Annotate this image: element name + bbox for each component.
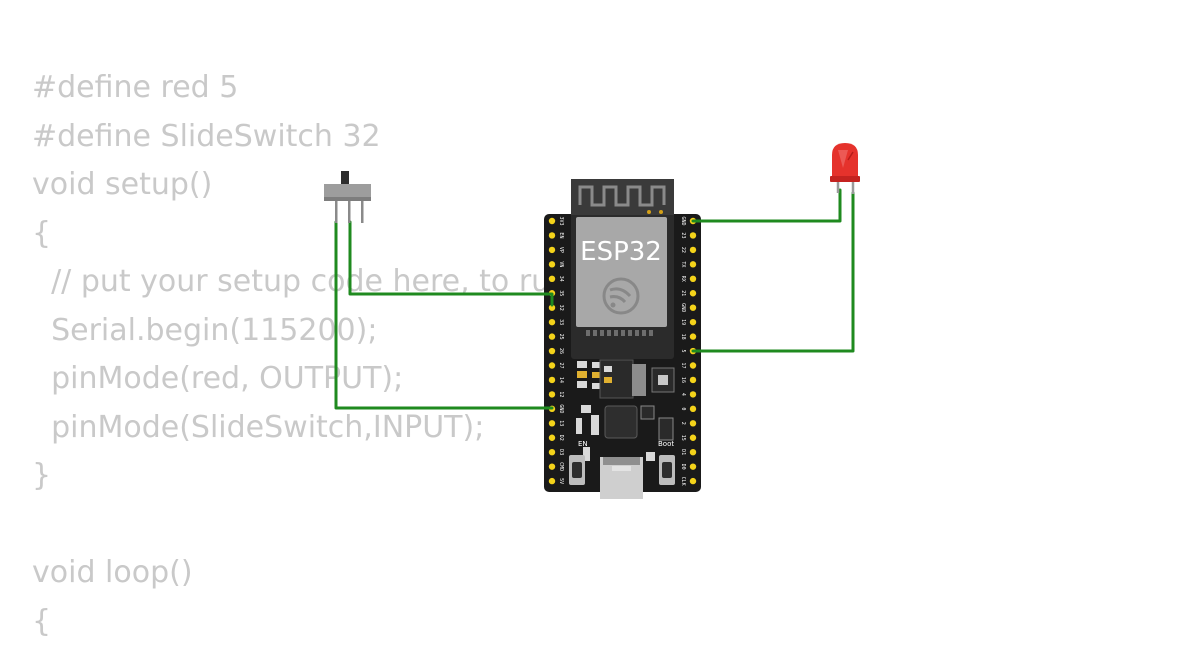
right-pin-2[interactable] xyxy=(690,420,696,426)
left-pin-D3[interactable] xyxy=(549,449,555,455)
right-pin-17[interactable] xyxy=(690,362,696,368)
right-pin-23[interactable] xyxy=(690,232,696,238)
right-pin-TX[interactable] xyxy=(690,261,696,267)
left-pin-label: D3 xyxy=(558,449,564,455)
left-pin-34[interactable] xyxy=(549,276,555,282)
right-pin-16[interactable] xyxy=(690,377,696,383)
right-pin-CLK[interactable] xyxy=(690,478,696,484)
left-pin-label: 12 xyxy=(558,391,564,397)
right-pin-label: 16 xyxy=(680,377,686,383)
right-pin-22[interactable] xyxy=(690,247,696,253)
module-shield xyxy=(576,217,667,327)
right-pin-label: 21 xyxy=(680,290,686,296)
left-pin-label: 3V3 xyxy=(558,216,564,225)
board-name: ESP32 xyxy=(580,237,662,267)
right-pin-18[interactable] xyxy=(690,333,696,339)
right-pin-label: 5 xyxy=(680,350,686,353)
left-pin-label: 35 xyxy=(558,290,564,296)
right-pin-label: GND xyxy=(680,216,686,225)
right-pin-label: 23 xyxy=(680,232,686,238)
right-pin-RX[interactable] xyxy=(690,276,696,282)
left-pin-label: 33 xyxy=(558,319,564,325)
right-pin-label: GND xyxy=(680,303,686,312)
left-pin-CMD[interactable] xyxy=(549,463,555,469)
antenna-area xyxy=(571,179,674,215)
left-pin-D2[interactable] xyxy=(549,435,555,441)
left-pin-label: EN xyxy=(558,232,564,238)
wire-switch-to-pin32 xyxy=(350,222,552,305)
left-pin-label: D2 xyxy=(558,435,564,441)
micro-usb-port xyxy=(600,457,643,499)
left-pin-VN[interactable] xyxy=(549,261,555,267)
slide-switch-handle[interactable] xyxy=(341,171,349,185)
left-pin-label: VP xyxy=(558,247,564,253)
left-pin-label: CMD xyxy=(558,462,564,471)
right-pin-15[interactable] xyxy=(690,435,696,441)
esp32-board[interactable]: ESP32 xyxy=(544,179,701,499)
en-button[interactable] xyxy=(569,455,585,485)
red-led[interactable] xyxy=(830,143,860,194)
right-pin-D0[interactable] xyxy=(690,463,696,469)
left-pin-label: 14 xyxy=(558,377,564,383)
right-pin-label: CLK xyxy=(680,477,686,486)
right-pin-label: 18 xyxy=(680,334,686,340)
right-pin-GND[interactable] xyxy=(690,305,696,311)
left-pin-12[interactable] xyxy=(549,391,555,397)
right-pin-D1[interactable] xyxy=(690,449,696,455)
right-pin-4[interactable] xyxy=(690,391,696,397)
right-pin-label: 2 xyxy=(680,422,686,425)
left-pin-33[interactable] xyxy=(549,319,555,325)
boot-button[interactable] xyxy=(659,455,675,485)
right-pin-label: 22 xyxy=(680,247,686,253)
wire-led-anode-to-pin5 xyxy=(693,193,853,351)
left-pin-label: 5V xyxy=(558,478,564,484)
en-label: EN xyxy=(578,440,588,448)
circuit-canvas: ESP32 xyxy=(0,0,1200,630)
right-pin-label: 4 xyxy=(680,393,686,396)
left-pin-label: 27 xyxy=(558,362,564,368)
left-pin-EN[interactable] xyxy=(549,232,555,238)
left-pin-13[interactable] xyxy=(549,420,555,426)
right-pin-label: RX xyxy=(680,276,686,282)
left-pin-label: GND xyxy=(558,404,564,413)
right-pin-label: D0 xyxy=(680,464,686,470)
boot-label: Boot xyxy=(658,440,674,448)
left-pin-27[interactable] xyxy=(549,362,555,368)
left-pin-VP[interactable] xyxy=(549,247,555,253)
right-pin-19[interactable] xyxy=(690,319,696,325)
right-pin-label: 19 xyxy=(680,319,686,325)
left-pin-label: VN xyxy=(558,261,564,267)
wire-switch-to-gnd xyxy=(336,222,552,408)
right-pin-label: 15 xyxy=(680,435,686,441)
left-pin-label: 34 xyxy=(558,276,564,282)
wire-led-cathode-to-gnd xyxy=(693,190,840,221)
left-pin-label: 25 xyxy=(558,334,564,340)
left-pin-5V[interactable] xyxy=(549,478,555,484)
left-pin-14[interactable] xyxy=(549,377,555,383)
right-pin-label: 17 xyxy=(680,362,686,368)
slide-switch[interactable] xyxy=(324,171,371,223)
right-pin-label: 0 xyxy=(680,407,686,410)
left-pin-label: 26 xyxy=(558,348,564,354)
left-pin-26[interactable] xyxy=(549,348,555,354)
left-pin-25[interactable] xyxy=(549,333,555,339)
right-pin-label: D1 xyxy=(680,449,686,455)
right-pin-label: TX xyxy=(680,261,686,267)
right-pin-0[interactable] xyxy=(690,406,696,412)
right-pin-21[interactable] xyxy=(690,290,696,296)
left-pin-label: 32 xyxy=(558,305,564,311)
left-pin-3V3[interactable] xyxy=(549,218,555,224)
usb-chip xyxy=(605,406,637,438)
left-pin-label: 13 xyxy=(558,420,564,426)
